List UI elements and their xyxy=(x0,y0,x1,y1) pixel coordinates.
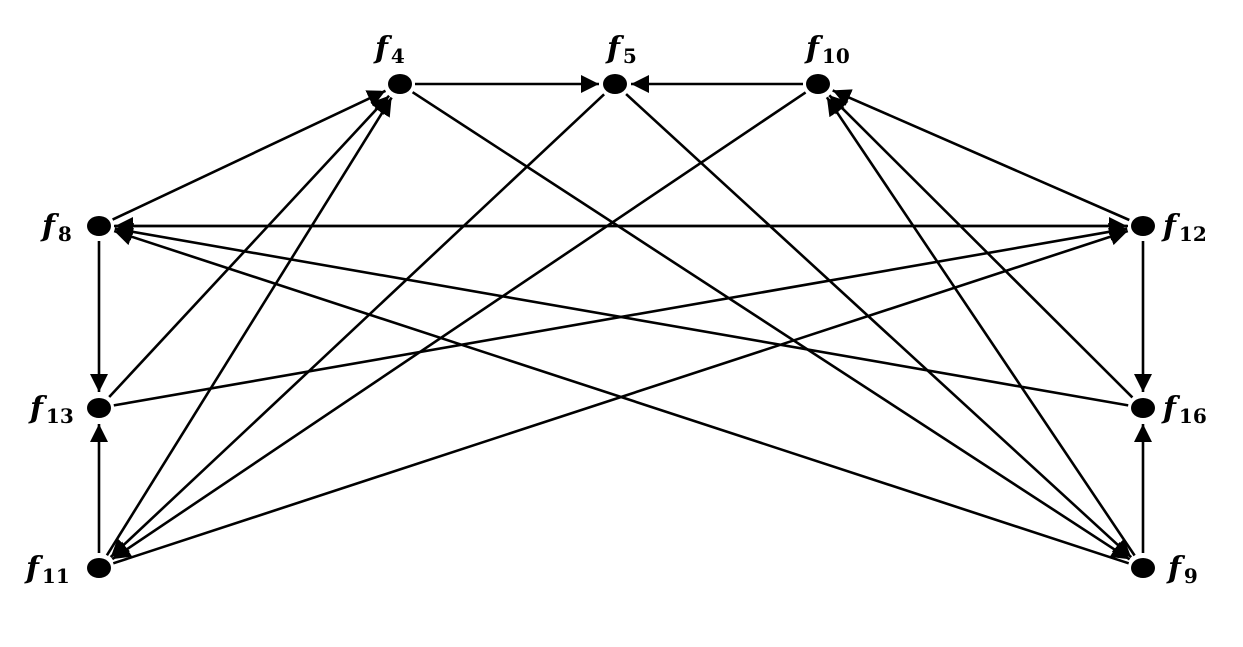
node-f16 xyxy=(1131,398,1155,418)
edge-f5-to-f9 xyxy=(625,93,1133,559)
edge-f8-to-f4 xyxy=(112,89,387,221)
edge-f5-to-f11 xyxy=(109,93,605,559)
edge-f11-to-f12 xyxy=(112,228,1129,565)
node-f5 xyxy=(603,74,627,94)
node-f10 xyxy=(806,74,830,94)
edge-f13-to-f12 xyxy=(113,222,1128,407)
nodes-layer xyxy=(87,74,1155,578)
node-f9 xyxy=(1131,558,1155,578)
edge-f13-to-f4 xyxy=(108,94,391,398)
edge-f4-to-f9 xyxy=(411,91,1131,561)
edges-layer xyxy=(90,75,1152,565)
node-f13 xyxy=(87,398,111,418)
edge-f9-to-f10 xyxy=(825,96,1136,557)
edge-f12-to-f10 xyxy=(832,89,1130,222)
edge-f11-to-f4 xyxy=(105,96,393,556)
node-f12 xyxy=(1131,216,1155,236)
edge-f10-to-f11 xyxy=(111,91,807,561)
node-f4 xyxy=(388,74,412,94)
node-f11 xyxy=(87,558,111,578)
edge-f16-to-f10 xyxy=(828,94,1134,399)
node-f8 xyxy=(87,216,111,236)
